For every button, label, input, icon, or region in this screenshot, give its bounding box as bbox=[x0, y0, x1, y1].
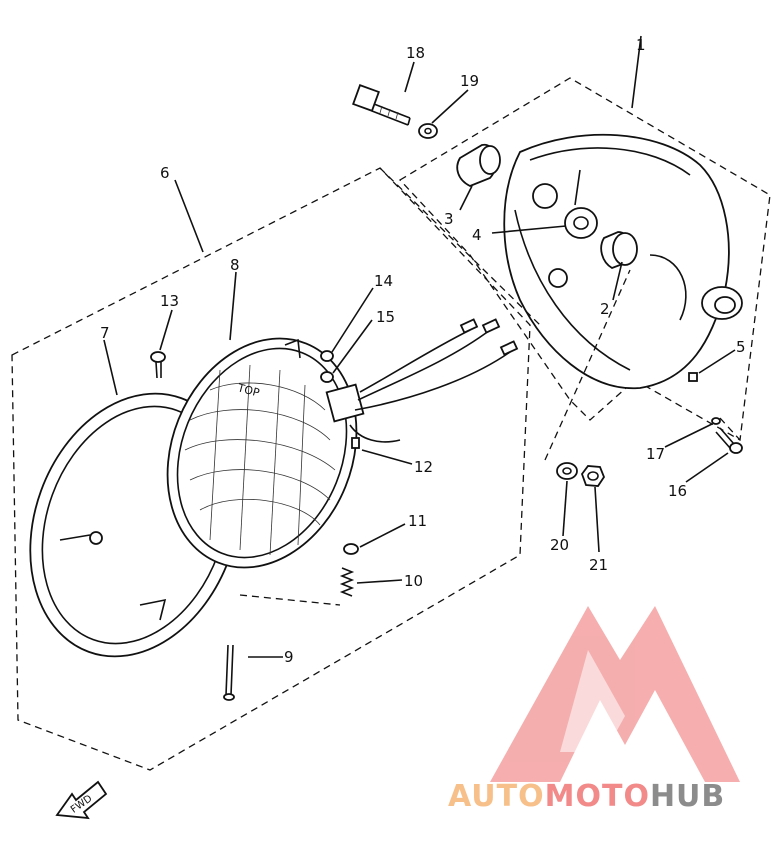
callout-1: 1 bbox=[636, 36, 646, 54]
callout-12: 12 bbox=[414, 458, 433, 476]
part-5-nut bbox=[688, 372, 698, 382]
part-14-washer bbox=[320, 350, 334, 362]
watermark-hub: HUB bbox=[650, 779, 725, 814]
callout-9: 9 bbox=[284, 648, 294, 666]
part-11-washer bbox=[343, 543, 359, 555]
part-17-washer bbox=[711, 417, 721, 425]
part-3-collar bbox=[456, 144, 501, 187]
bulb-socket-wiring bbox=[325, 318, 519, 443]
callout-labels: 1 2 3 4 5 6 7 8 9 10 11 12 13 14 15 16 1… bbox=[100, 36, 746, 666]
part-10-spring bbox=[339, 567, 355, 597]
callout-21: 21 bbox=[589, 556, 608, 574]
part-8-lens-unit bbox=[166, 337, 358, 569]
callout-5: 5 bbox=[736, 338, 746, 356]
watermark-logo-icon bbox=[490, 606, 740, 782]
lens-top-mark: TOP bbox=[235, 381, 261, 400]
part-4-grommet bbox=[564, 207, 598, 239]
callout-20: 20 bbox=[550, 536, 569, 554]
callout-17: 17 bbox=[646, 445, 665, 463]
part-13-screw bbox=[150, 351, 166, 379]
callout-19: 19 bbox=[460, 72, 479, 90]
part-15-nut bbox=[320, 371, 334, 383]
assembly-lines bbox=[239, 167, 741, 606]
fwd-arrow-icon: FWD bbox=[55, 780, 108, 820]
callout-6: 6 bbox=[160, 164, 170, 182]
callout-2: 2 bbox=[600, 300, 610, 318]
part-21-nut bbox=[580, 465, 606, 487]
part-16-screw bbox=[715, 427, 743, 454]
part-18-bolt bbox=[352, 84, 411, 126]
callout-4: 4 bbox=[472, 226, 482, 244]
part-19-washer bbox=[418, 123, 438, 139]
part-20-washer bbox=[556, 462, 578, 480]
callout-11: 11 bbox=[408, 512, 427, 530]
part-12-clip bbox=[351, 437, 360, 449]
callout-7: 7 bbox=[100, 324, 110, 342]
part-2-collar bbox=[600, 231, 638, 269]
watermark-moto: MOTO bbox=[545, 779, 650, 814]
callout-15: 15 bbox=[376, 308, 395, 326]
callout-13: 13 bbox=[160, 292, 179, 310]
callout-14: 14 bbox=[374, 272, 393, 290]
part-9-screw bbox=[223, 644, 235, 701]
watermark-text: AUTOMOTOHUB bbox=[448, 779, 725, 814]
leader-lines bbox=[103, 35, 736, 658]
callout-10: 10 bbox=[404, 572, 423, 590]
callout-8: 8 bbox=[230, 256, 240, 274]
callout-16: 16 bbox=[668, 482, 687, 500]
watermark-auto: AUTO bbox=[448, 779, 545, 814]
callout-3: 3 bbox=[444, 210, 454, 228]
callout-18: 18 bbox=[406, 44, 425, 62]
